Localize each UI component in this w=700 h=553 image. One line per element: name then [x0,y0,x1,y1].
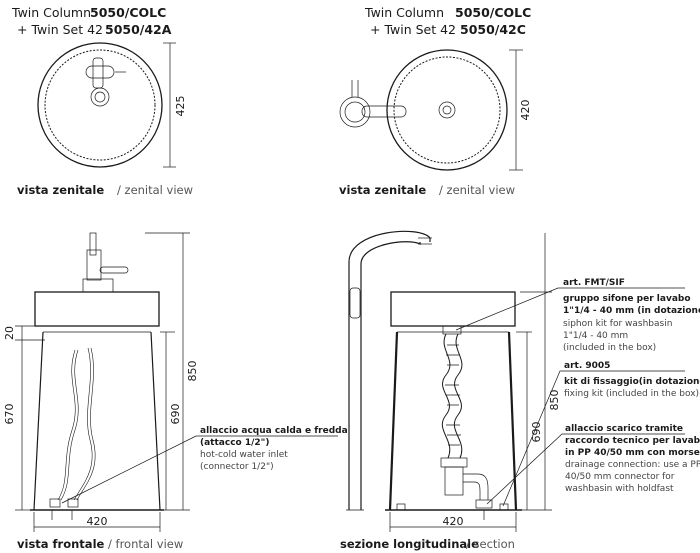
siphon-top-nut [442,325,462,335]
left-header-line2-code: 5050/42A [105,22,172,37]
front-view: 20 670 690 850 420 [3,232,338,532]
spout-outer [348,230,431,510]
dim-total-height-label: 850 [186,361,199,382]
left-header: Twin Column 5050/COLC + Twin Set 42 5050… [11,5,172,37]
section-view: 690 850 420 [346,230,685,532]
section-note-drain: allaccio scarico tramite raccordo tecnic… [565,424,700,494]
right-header-line2-label: + Twin Set 42 [370,22,456,37]
front-note-title-1: allaccio acqua calda e fredda [200,426,348,436]
note-siphon-title-2: 1"1/4 - 40 mm (in dotazione) [563,306,700,316]
section-caption-light: / section [466,537,515,551]
note-leader [61,435,338,504]
note-siphon-title-1: gruppo sifone per lavabo [563,294,691,304]
faucet-base [82,278,114,293]
section-note-fixing: art. 9005 kit di fissaggio(in dotazione)… [564,361,700,399]
dim-top-gap-label: 20 [3,326,16,340]
note-drain-desc-3: washbasin with holdfast [565,484,674,494]
basin-outer-rim [37,42,163,168]
front-note-desc-1: hot-cold water inlet [200,450,288,460]
top-left-caption-light: / zenital view [117,183,193,197]
leader-siphon [455,287,685,331]
hose-right [73,347,93,501]
note-fixing-art: art. 9005 [564,361,610,371]
siphon-corrugated-right [453,333,463,459]
faucet-spout [99,266,129,274]
inlet-connector-left [49,498,61,508]
leader-fixing [502,370,685,507]
note-siphon-desc-2: 1"1/4 - 40 mm [563,331,628,341]
note-fixing-desc-1: fixing kit (included in the box) [564,389,699,399]
siphon-outlet [463,473,489,500]
basin-inner-rim [44,49,156,161]
dim-body-height-label: 690 [169,404,182,425]
basin-body [390,291,516,327]
right-header-line1-code: 5050/COLC [455,5,531,20]
section-note-siphon: art. FMT/SIF gruppo sifone per lavabo 1"… [563,278,700,353]
zenital-view-right: 420 [339,49,532,171]
fixing-kit-right [499,503,509,511]
top-right-caption-bold: vista zenitale [339,183,426,197]
siphon-trap [444,466,464,496]
zenital-view-left: 425 [37,42,187,168]
dim-height-label: 420 [519,100,532,121]
siphon-cup-nut [440,457,468,468]
fixing-kit-left [396,503,406,511]
front-note-desc-2: (connector 1/2") [200,462,274,472]
wall-pipe [351,80,359,97]
front-caption-bold: vista frontale [17,537,105,551]
left-header-line1-label: Twin Column [11,5,91,20]
leader-drain [486,433,685,505]
wall-flange-outer [339,96,371,128]
dim-total-height-label: 850 [548,390,561,411]
right-header: Twin Column 5050/COLC + Twin Set 42 5050… [364,5,531,37]
wall-spout-top [361,105,407,118]
faucet-lever [89,232,97,256]
column-wall-left [388,331,399,511]
basin-body [34,291,160,327]
note-siphon-desc-3: (included in the box) [563,343,656,353]
note-fixing-title-1: kit di fissaggio(in dotazione) [564,377,700,387]
drain-circle [90,87,110,107]
drain-circle [438,101,456,119]
front-note: allaccio acqua calda e fredda (attacco 1… [200,426,348,472]
section-caption-bold: sezione longitudinale [340,537,479,551]
drain-connector [475,499,493,509]
note-drain-title-3: in PP 40/50 mm con morsetto [565,448,700,458]
right-header-line2-code: 5050/42C [460,22,526,37]
top-left-caption-bold: vista zenitale [17,183,104,197]
column-wall-right [507,331,518,511]
front-caption-light: / frontal view [108,537,183,551]
front-note-title-2: (attacco 1/2") [200,438,269,448]
wall-flange-inner [344,101,366,123]
hose-left [57,349,76,501]
top-right-caption-light: / zenital view [439,183,515,197]
spout-handle [349,287,361,319]
siphon-corrugated-left [441,333,451,459]
dim-body-height-label: 690 [530,422,543,443]
dim-width-label: 420 [443,515,464,528]
note-drain-title-2: raccordo tecnico per lavabo [565,436,700,446]
note-drain-desc-1: drainage connection: use a PP [565,460,700,470]
faucet-body-top [85,65,115,79]
right-header-line1-label: Twin Column [364,5,444,20]
left-header-line1-code: 5050/COLC [90,5,166,20]
dim-height-label: 425 [174,96,187,117]
dim-inner-height-label: 670 [3,404,16,425]
basin-inner-rim [393,56,501,164]
basin-outer-rim [386,49,508,171]
note-siphon-desc-1: siphon kit for washbasin [563,319,672,329]
column-sides [33,331,161,511]
note-siphon-art: art. FMT/SIF [563,278,625,288]
note-drain-title-1: allaccio scarico tramite [565,424,683,434]
faucet-spout-top [92,57,104,89]
inlet-connector-right [67,498,79,508]
note-drain-desc-2: 40/50 mm connector for [565,472,675,482]
dim-width-label: 420 [87,515,108,528]
left-header-line2-label: + Twin Set 42 [17,22,103,37]
faucet-body [86,249,102,281]
